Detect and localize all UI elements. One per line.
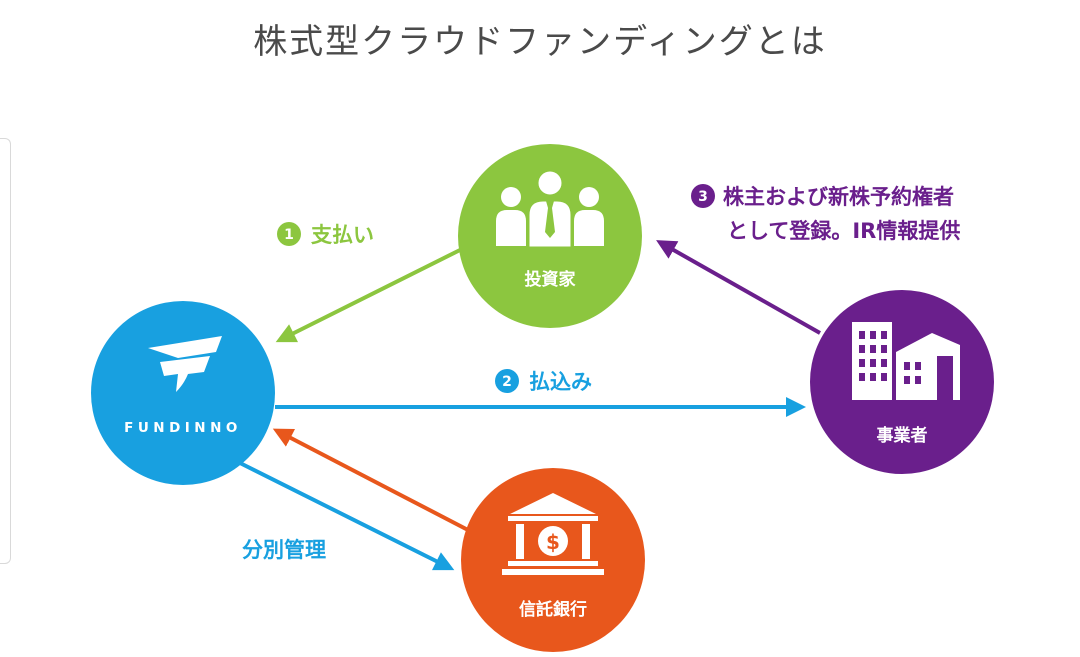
step-registration: 3 株主および新株予約権者 として登録。IR情報提供 <box>691 184 960 243</box>
platform-label: FUNDINNO <box>124 420 242 436</box>
page-title: 株式型クラウドファンディングとは <box>253 22 827 62</box>
business-label: 事業者 <box>877 425 928 446</box>
step-pay-in-label: 払込み <box>529 370 592 394</box>
step-3-number: 3 <box>698 189 708 205</box>
buildings-icon <box>852 322 960 400</box>
people-group-icon <box>496 168 604 250</box>
platform-node: FUNDINNO <box>91 301 275 485</box>
step-payment-label: 支払い <box>311 223 374 247</box>
step-payment: 1 支払い <box>277 222 374 247</box>
bank-label: 信託銀行 <box>519 599 587 620</box>
arrow-bank-to-platform <box>272 428 469 532</box>
segregation-label: 分別管理 <box>242 538 326 562</box>
step-pay-in: 2 払込み <box>495 369 592 394</box>
business-node: 事業者 <box>810 290 994 474</box>
arrow-segregation <box>239 461 455 571</box>
bank-dollar-icon <box>502 493 604 575</box>
step-2-number: 2 <box>502 374 512 390</box>
investor-label: 投資家 <box>525 269 576 290</box>
fundinno-logo-icon <box>148 336 222 392</box>
arrow-registration <box>656 240 821 335</box>
step-registration-line2: として登録。IR情報提供 <box>727 219 960 243</box>
dollar-sign-icon: $ <box>546 530 560 554</box>
step-3-badge <box>691 184 715 208</box>
step-2-badge <box>495 369 519 393</box>
bank-node: $ 信託銀行 <box>461 468 645 652</box>
step-registration-line1: 株主および新株予約権者 <box>723 185 954 209</box>
step-1-badge <box>277 222 301 246</box>
investor-node: 投資家 <box>458 144 642 328</box>
side-bracket <box>0 138 11 564</box>
arrow-payment <box>275 248 461 343</box>
step-1-number: 1 <box>284 227 294 243</box>
